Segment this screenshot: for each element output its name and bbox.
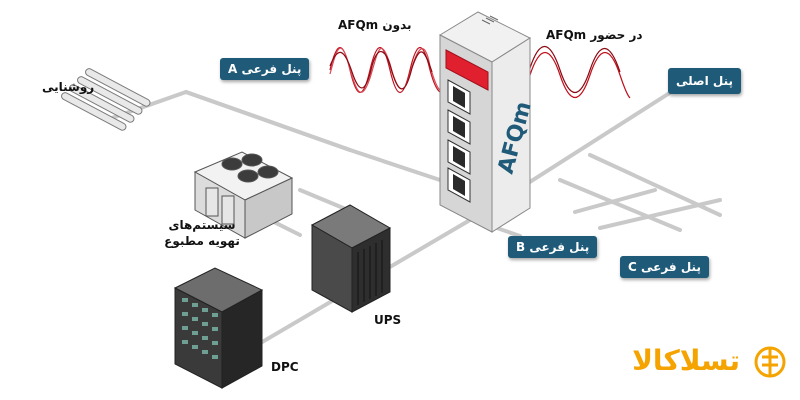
ups-cabinet-icon <box>310 204 392 313</box>
brand-name: تسلاکالا <box>632 344 740 377</box>
with-afqm-label: در حضور AFQm <box>546 28 643 42</box>
brand-logo: تسلاکالا <box>600 340 790 384</box>
lighting-label: روشنایی <box>42 80 95 94</box>
hvac-label-line2: تهویه مطبوع <box>164 234 240 248</box>
fluorescent-tubes-icon <box>61 68 151 131</box>
dpc-label: DPC <box>271 360 299 374</box>
hvac-unit-icon <box>193 151 294 239</box>
server-rack-icon <box>173 267 264 389</box>
distorted-wave-icon <box>329 47 441 93</box>
main-panel-tag: پنل اصلی <box>668 68 742 94</box>
brand-logo-icon <box>754 346 786 378</box>
sub-panel-c-tag: پنل فرعی C <box>620 256 709 278</box>
ups-label: UPS <box>374 313 402 327</box>
clean-wave-icon <box>529 46 631 99</box>
afqm-cabinet-icon <box>438 11 532 233</box>
without-afqm-label: بدون AFQm <box>338 18 412 32</box>
sub-panel-b-tag: پنل فرعی B <box>508 236 598 258</box>
sub-panel-a-tag: پنل فرعی A <box>220 58 310 80</box>
hvac-label-line1: سیستم‌های <box>168 218 236 232</box>
